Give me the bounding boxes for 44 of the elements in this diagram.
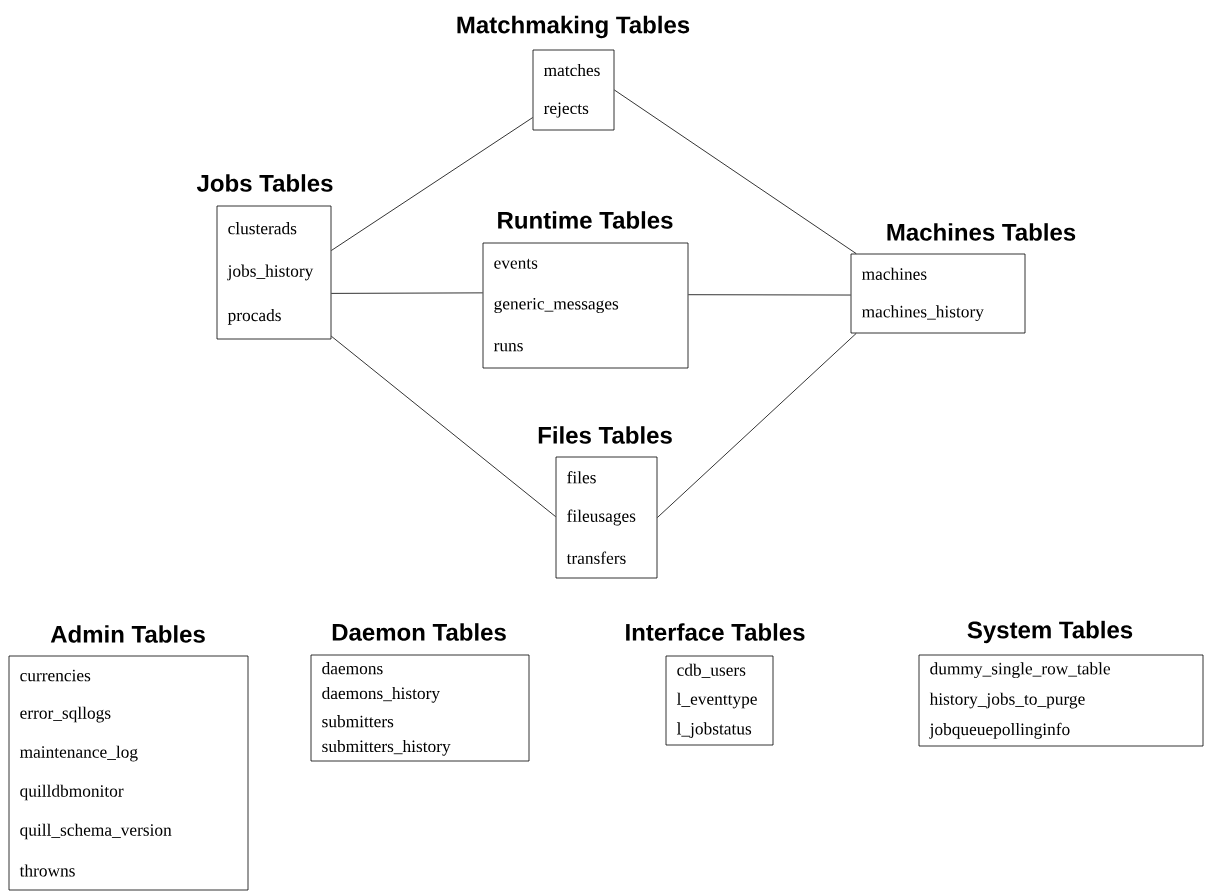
table-name: maintenance_log xyxy=(19,745,138,762)
connector-line xyxy=(688,294,851,296)
group-heading: Runtime Tables xyxy=(498,211,673,229)
table-name: files xyxy=(567,471,596,484)
table-name: cdb_users xyxy=(677,663,746,678)
table-name: machines_history xyxy=(861,305,984,322)
table-name: rejects xyxy=(543,102,589,118)
table-name: dummy_single_row_table xyxy=(930,662,1111,679)
table-name: l_eventtype xyxy=(676,692,757,709)
connector-line xyxy=(657,333,857,518)
group-heading: Interface Tables xyxy=(626,623,805,641)
table-name: clusterads xyxy=(228,222,297,235)
table-name: generic_messages xyxy=(494,297,619,314)
table-name: daemons_history xyxy=(322,686,440,703)
table-name: fileusages xyxy=(567,509,636,526)
table-name: transfers xyxy=(566,551,626,564)
group-heading: Jobs Tables xyxy=(196,174,333,192)
table-name: error_sqllogs xyxy=(20,706,111,723)
group-heading: Machines Tables xyxy=(887,223,1076,241)
table-name: runs xyxy=(493,343,523,352)
connector-line xyxy=(331,292,483,294)
connector-line xyxy=(331,117,533,251)
connector-line xyxy=(331,335,556,517)
table-name: daemons xyxy=(322,662,383,675)
group-heading: Admin Tables xyxy=(50,625,205,643)
group-heading: Daemon Tables xyxy=(332,623,506,641)
table-name: matches xyxy=(543,63,600,77)
table-name: history_jobs_to_purge xyxy=(929,692,1085,709)
group-heading: Files Tables xyxy=(538,426,672,444)
group-heading: System Tables xyxy=(967,620,1133,644)
table-name: submitters_history xyxy=(322,739,451,756)
connector-line xyxy=(614,89,857,254)
table-name: procads xyxy=(227,308,281,325)
table-name: currencies xyxy=(20,669,91,682)
table-name: submitters xyxy=(322,715,394,728)
group-heading: Matchmaking Tables xyxy=(457,15,690,39)
table-name: machines xyxy=(861,267,927,280)
table-name: events xyxy=(494,258,538,269)
table-name: quill_schema_version xyxy=(20,823,172,840)
table-name: jobs_history xyxy=(227,264,314,281)
table-name: throwns xyxy=(19,864,75,877)
table-name: jobqueuepollinginfo xyxy=(929,722,1070,739)
table-name: l_jobstatus xyxy=(676,722,752,739)
table-name: quilldbmonitor xyxy=(20,784,124,801)
